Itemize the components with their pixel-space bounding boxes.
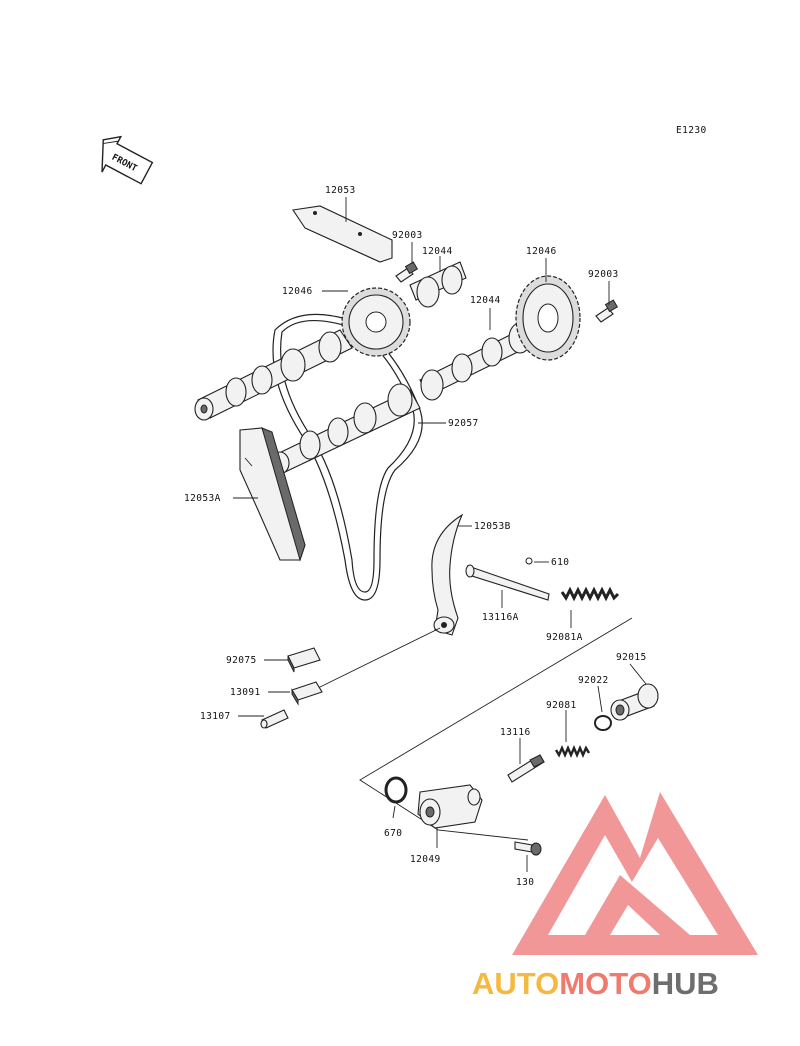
callout-92057: 92057 <box>448 418 479 429</box>
callout-130: 130 <box>516 877 534 888</box>
callout-13116a: 13116A <box>482 612 519 623</box>
callout-13107: 13107 <box>200 711 231 722</box>
watermark-auto: AUTO <box>472 966 559 1001</box>
callout-92075: 92075 <box>226 655 257 666</box>
pushrod-13116a <box>465 564 550 601</box>
chain-guide-12053b <box>431 513 464 636</box>
callout-610: 610 <box>551 557 569 568</box>
watermark-moto: MOTO <box>559 966 651 1001</box>
bolt-92003-left <box>395 261 419 283</box>
callout-12053: 12053 <box>325 185 356 196</box>
callout-92022: 92022 <box>578 675 609 686</box>
collar-92015 <box>610 683 659 721</box>
washer-92022 <box>594 715 612 731</box>
watermark-logo <box>512 792 758 955</box>
callout-12044-a: 12044 <box>422 246 453 257</box>
callout-92003-b: 92003 <box>588 269 619 280</box>
diagram-code: E1230 <box>676 125 707 136</box>
camshaft-right <box>409 261 539 401</box>
callout-13116: 13116 <box>500 727 531 738</box>
assembly-outline <box>359 617 633 841</box>
bolt-92003-right <box>595 299 619 323</box>
callout-670: 670 <box>384 828 402 839</box>
camshaft-lower <box>270 383 421 475</box>
callout-12053a: 12053A <box>184 493 221 504</box>
callout-92081a: 92081A <box>546 632 583 643</box>
callout-92003-a: 92003 <box>392 230 423 241</box>
pin-13107 <box>260 709 289 729</box>
watermark-text: AUTOMOTOHUB <box>472 966 719 1001</box>
callout-92081: 92081 <box>546 700 577 711</box>
callout-12053b: 12053B <box>474 521 511 532</box>
cam-sprocket-right <box>515 275 581 361</box>
bolt-130 <box>514 841 542 856</box>
chain-guide-12053a <box>239 427 306 562</box>
assembly-outline-left <box>317 627 441 689</box>
pin-610 <box>525 557 533 565</box>
callout-13091: 13091 <box>230 687 261 698</box>
callout-92015: 92015 <box>616 652 647 663</box>
callout-12046-b: 12046 <box>526 246 557 257</box>
part-13091 <box>291 681 323 706</box>
tensioner-body-12049 <box>417 784 483 829</box>
chain-guide-top <box>292 205 393 263</box>
pushrod-13116 <box>507 754 545 783</box>
block-92075 <box>287 647 321 673</box>
watermark-hub: HUB <box>652 966 719 1001</box>
spring-92081 <box>554 744 591 759</box>
cam-sprocket-left <box>341 287 411 357</box>
callout-12049: 12049 <box>410 854 441 865</box>
camshaft-upper <box>194 329 353 421</box>
callout-labels: 12053 92003 12044 12046 12046 92003 1204… <box>184 185 647 888</box>
front-arrow: FRONT <box>101 135 154 185</box>
spring-92081a <box>560 586 620 602</box>
callout-12046-a: 12046 <box>282 286 313 297</box>
oring-670 <box>384 776 408 804</box>
leader-lines <box>233 197 647 872</box>
callout-12044-b: 12044 <box>470 295 501 306</box>
